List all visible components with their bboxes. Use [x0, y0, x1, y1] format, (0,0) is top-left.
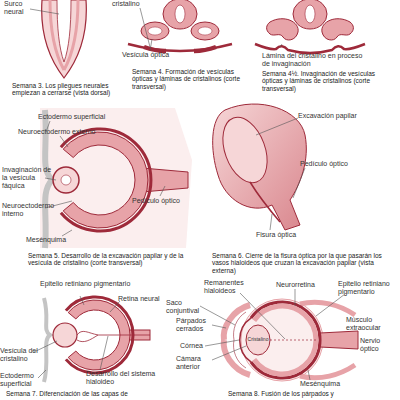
- leader-line: [205, 340, 239, 346]
- optic-cup-excavation: [215, 111, 276, 189]
- neural-canal: [305, 5, 315, 23]
- panel-caption: Semana 4. Formación de vesículas ópticas…: [132, 68, 254, 90]
- optic-vesicle-lumen: [148, 27, 162, 35]
- optic-nerve: [320, 331, 358, 349]
- part-label: Neurorretina: [276, 281, 331, 289]
- panel-caption: Semana 4½. Invaginación de vesículas ópt…: [262, 70, 396, 92]
- hyaloid-remnant: [270, 340, 316, 341]
- neural-canal: [175, 5, 185, 23]
- eyelid: [224, 340, 250, 375]
- optic-fissure: [250, 182, 280, 222]
- leader-line: [295, 289, 296, 306]
- part-label: Fisura óptica: [256, 231, 326, 239]
- conjunctival-sac: [234, 312, 247, 368]
- part-label: Párpados cerrados: [176, 317, 216, 333]
- leader-line: [140, 8, 150, 47]
- part-label: Surco neural: [4, 0, 34, 16]
- leader-line: [212, 346, 246, 360]
- eye-globe: [241, 299, 323, 381]
- part-label: Ectodermo superficial: [38, 113, 128, 121]
- part-label: Nervio óptico: [360, 337, 400, 353]
- panel-caption: Semana 6. Cierre de la fisura óptica por…: [212, 252, 398, 274]
- leader-line: [45, 178, 56, 180]
- leader-line: [100, 336, 108, 370]
- surface-ectoderm: [44, 298, 50, 382]
- surface-ectoderm: [128, 44, 232, 51]
- lens-placode: [144, 47, 166, 51]
- part-label: Epitelio retiniano pigmentario: [40, 280, 150, 288]
- part-label: Neuroectodermo externo: [18, 128, 118, 136]
- panel-caption: Semana 5. Desarrollo de la excavación pa…: [28, 252, 200, 267]
- eyelid: [224, 305, 250, 340]
- part-label: cristalino: [112, 0, 157, 8]
- part-label: Mesénquima: [26, 236, 86, 244]
- lens-placode: [194, 47, 216, 51]
- optic-vesicle-lumen: [198, 27, 212, 35]
- panel-caption: Semana 7. Diferenciación de las capas de: [6, 390, 196, 397]
- neural-plate: [42, 0, 87, 78]
- part-label: Mesénquima: [300, 380, 355, 388]
- part-label: Cámara anterior: [176, 355, 214, 371]
- optic-cup: [213, 104, 307, 230]
- leader-line: [62, 230, 72, 236]
- part-label: Vesícula del cristalino: [0, 347, 38, 363]
- part-label: Vesícula óptica: [122, 51, 192, 59]
- lens-vesicle: [53, 167, 79, 193]
- lens-vesicle: [53, 323, 77, 347]
- part-label: Músculo extraocular: [346, 316, 400, 332]
- leader-line: [150, 39, 152, 51]
- invaginating-vesicle: [322, 19, 354, 40]
- leader-line: [316, 294, 345, 316]
- part-label: Invaginación de la vesícula fáquica: [2, 166, 52, 189]
- part-label: Cristalino: [246, 337, 270, 343]
- hyaloid-vessel: [77, 331, 150, 341]
- leader-line: [240, 293, 285, 339]
- leader-line: [160, 186, 165, 196]
- leader-line: [293, 168, 305, 198]
- invaginating-vesicle: [267, 19, 299, 40]
- part-label: Ectodermo superficial: [0, 372, 40, 388]
- part-label: Neuroectodermo interno: [2, 202, 52, 218]
- leader-line: [38, 370, 46, 378]
- neural-tube: [293, 0, 327, 29]
- leader-line: [256, 118, 298, 135]
- part-label: Desarrollo del sistema hialoideo: [86, 370, 156, 386]
- leader-line: [30, 9, 59, 14]
- surface-ectoderm: [255, 44, 365, 53]
- part-label: Epitelio retiniano pigmentario: [338, 280, 400, 296]
- leader-line: [212, 325, 226, 328]
- part-label: Remanentes hialoideos: [204, 279, 252, 295]
- part-label: Pedículo óptico: [132, 197, 194, 205]
- leader-line: [308, 370, 310, 380]
- leader-line: [60, 136, 68, 147]
- panel-caption: Semana 8. Fusión de los párpados y: [228, 390, 400, 397]
- panel-caption: Semana 3. Los pliegues neurales empiezan…: [12, 82, 112, 97]
- lens: [246, 325, 270, 355]
- leader-line: [110, 301, 120, 312]
- optic-vesicle: [191, 22, 219, 40]
- part-label: Córnea: [180, 342, 210, 350]
- part-label: Lámina del cristalino en proceso de inva…: [262, 52, 372, 68]
- optic-vesicle: [141, 22, 169, 40]
- leader-line: [270, 214, 272, 230]
- neural-groove: [57, 0, 71, 62]
- part-label: Pedículo óptico: [300, 160, 380, 168]
- neural-tube: [163, 0, 197, 29]
- leader-line: [280, 44, 282, 47]
- lens-vesicle-lumen: [61, 175, 71, 185]
- leader-line: [80, 296, 84, 305]
- part-label: Excavación papilar: [298, 112, 388, 120]
- part-label: Saco conjuntival: [166, 299, 202, 315]
